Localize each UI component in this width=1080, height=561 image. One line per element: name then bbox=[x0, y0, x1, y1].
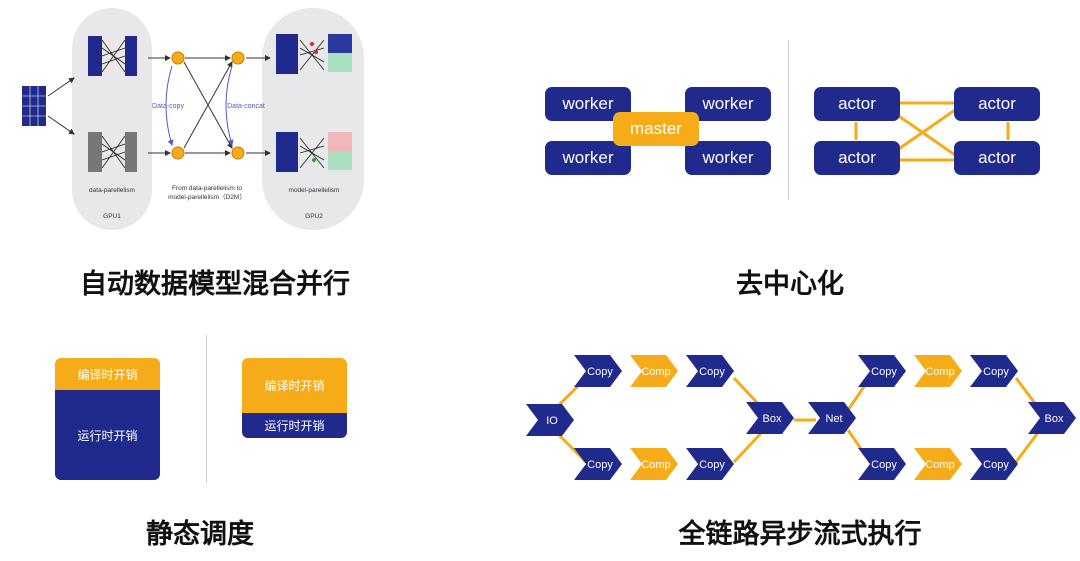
right-cost-bar: 编译时开销 运行时开销 bbox=[242, 358, 347, 438]
d2m-note-line2: model-parellelism（D2M） bbox=[168, 193, 246, 201]
hybrid-parallelism-diagram: Data-copy Data-concat data-parellelism m… bbox=[0, 0, 380, 240]
divider-top bbox=[788, 40, 789, 200]
caption-hybrid-parallelism: 自动数据模型混合并行 bbox=[80, 269, 350, 300]
svg-text:Comp: Comp bbox=[641, 366, 670, 378]
decentralization-diagram: worker worker worker worker master actor… bbox=[530, 40, 1050, 210]
caption-async-pipeline: 全链路异步流式执行 bbox=[678, 519, 922, 550]
worker-node-bottom-right: worker bbox=[685, 141, 771, 175]
svg-text:Copy: Copy bbox=[587, 366, 613, 378]
copy-node-1a: Copy bbox=[574, 355, 622, 387]
comp-node-2a: Comp bbox=[914, 355, 962, 387]
actor-node-bottom-right: actor bbox=[954, 141, 1040, 175]
svg-text:Copy: Copy bbox=[871, 366, 897, 378]
data-copy-label: Data-copy bbox=[152, 103, 184, 110]
divider-bottom bbox=[206, 335, 207, 483]
gpu2-top-block bbox=[276, 34, 352, 74]
actor-node-bottom-left: actor bbox=[814, 141, 900, 175]
copy-node-2d: Copy bbox=[970, 448, 1018, 480]
svg-text:Comp: Comp bbox=[641, 459, 670, 471]
svg-text:Copy: Copy bbox=[587, 459, 613, 471]
copy-node-1c: Copy bbox=[574, 448, 622, 480]
io-node: IO bbox=[526, 404, 574, 436]
caption-static-scheduling: 静态调度 bbox=[146, 519, 254, 550]
hybrid-parallelism-svg: Data-copy Data-concat data-parellelism m… bbox=[22, 8, 364, 230]
copy-node-1d: Copy bbox=[686, 448, 734, 480]
net-node: Net bbox=[808, 402, 856, 434]
gpu2-bottom-block bbox=[276, 132, 352, 172]
svg-text:Copy: Copy bbox=[983, 459, 1009, 471]
gpu1-top-block bbox=[88, 36, 137, 76]
copy-node-1b: Copy bbox=[686, 355, 734, 387]
model-parallelism-label: model-parellelism bbox=[289, 187, 340, 194]
data-concat-label: Data-concat bbox=[227, 103, 265, 110]
svg-text:Net: Net bbox=[825, 413, 842, 425]
svg-text:Copy: Copy bbox=[699, 459, 725, 471]
gpu2-label: GPU2 bbox=[305, 213, 323, 220]
gpu1-bottom-block bbox=[88, 132, 137, 172]
gpu1-label: GPU1 bbox=[103, 213, 121, 220]
worker-node-top-right: worker bbox=[685, 87, 771, 121]
svg-text:Box: Box bbox=[763, 413, 782, 425]
left-cost-bar: 编译时开销 运行时开销 bbox=[55, 358, 160, 480]
d2m-note-line1: From data-parellelism to bbox=[172, 185, 242, 192]
svg-text:Box: Box bbox=[1045, 413, 1064, 425]
box-node-1: Box bbox=[746, 402, 794, 434]
actor-node-top-right: actor bbox=[954, 87, 1040, 121]
comp-node-1b: Comp bbox=[630, 448, 678, 480]
master-node: master bbox=[613, 112, 699, 146]
comp-node-2b: Comp bbox=[914, 448, 962, 480]
worker-node-bottom-left: worker bbox=[545, 141, 631, 175]
copy-node-2c: Copy bbox=[858, 448, 906, 480]
left-runtime-segment: 运行时开销 bbox=[55, 390, 160, 480]
svg-text:Comp: Comp bbox=[925, 459, 954, 471]
box-node-2: Box bbox=[1028, 402, 1076, 434]
input-matrix bbox=[22, 86, 46, 126]
caption-decentralization: 去中心化 bbox=[736, 269, 844, 300]
plus-nodes bbox=[171, 51, 245, 160]
right-runtime-segment: 运行时开销 bbox=[242, 413, 347, 438]
svg-text:Copy: Copy bbox=[699, 366, 725, 378]
actor-node-top-left: actor bbox=[814, 87, 900, 121]
copy-node-2a: Copy bbox=[858, 355, 906, 387]
right-compile-segment: 编译时开销 bbox=[242, 358, 347, 413]
svg-text:IO: IO bbox=[546, 415, 558, 427]
svg-text:Comp: Comp bbox=[925, 366, 954, 378]
decentral-links bbox=[854, 101, 1010, 162]
gpu1-panel bbox=[72, 8, 152, 230]
comp-node-1a: Comp bbox=[630, 355, 678, 387]
left-compile-segment: 编译时开销 bbox=[55, 358, 160, 390]
svg-text:Copy: Copy bbox=[871, 459, 897, 471]
svg-text:Copy: Copy bbox=[983, 366, 1009, 378]
static-scheduling-diagram: 编译时开销 运行时开销 编译时开销 运行时开销 bbox=[0, 330, 400, 490]
data-parallelism-label: data-parellelism bbox=[89, 187, 135, 194]
copy-node-2b: Copy bbox=[970, 355, 1018, 387]
